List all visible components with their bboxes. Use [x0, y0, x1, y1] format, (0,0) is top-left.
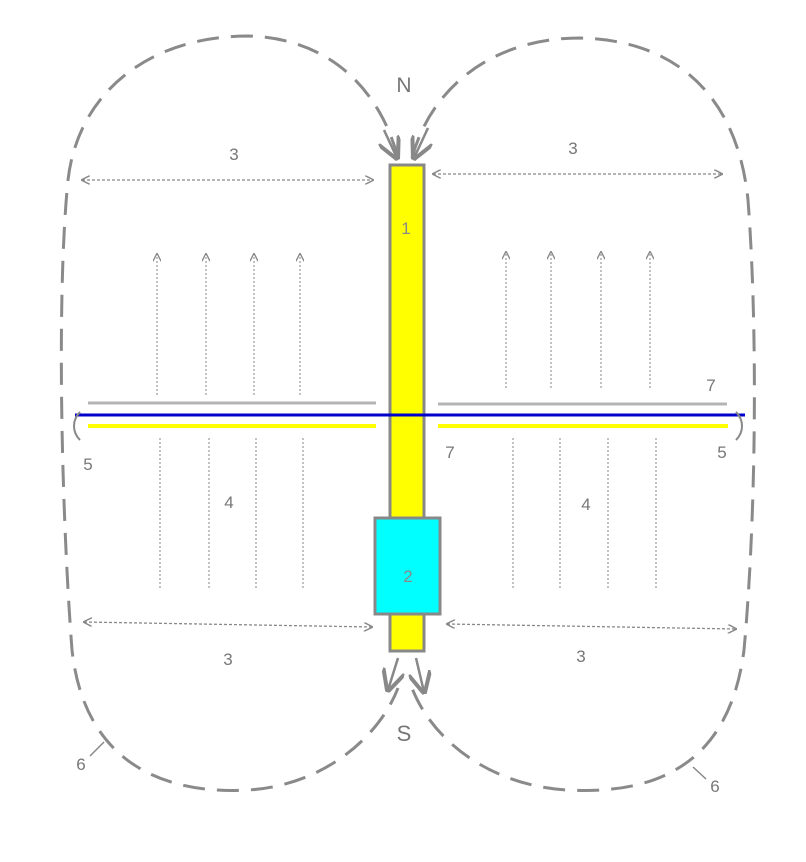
rows-label-right: 4: [581, 495, 590, 514]
building-2: [373, 516, 442, 616]
upper-left-row-arrows: [157, 254, 300, 395]
field-label-top-left: 3: [229, 145, 238, 164]
rows-label-left: 4: [224, 493, 233, 512]
upper-right-row-arrows: [506, 252, 650, 388]
south-exit-arrow-right: [416, 657, 424, 692]
south-exit-arrow-left: [388, 657, 398, 690]
bracket-left-5: [73, 411, 81, 441]
line-7-label-center: 7: [445, 443, 454, 462]
boundary-left-lobe: [59, 34, 400, 792]
field-arrow-bottom-left: [84, 622, 372, 627]
north-label: N: [396, 74, 411, 97]
field-label-bottom-left: 3: [223, 650, 232, 669]
building-2-label: 2: [403, 567, 412, 586]
lower-left-row-lines: [159, 438, 304, 590]
north-entry-arrow-left: [384, 129, 397, 158]
boundary-6-label-left: 6: [76, 755, 85, 774]
line-7-label-right: 7: [706, 376, 715, 395]
field-arrow-bottom-right: [447, 624, 736, 629]
boundary-right-lobe: [410, 36, 756, 792]
south-label: S: [397, 721, 412, 746]
field-label-top-right: 3: [568, 139, 577, 158]
lower-right-row-lines: [512, 438, 657, 590]
bracket-right-5: [735, 411, 743, 441]
leader-6-left: [89, 741, 105, 757]
building-1-label: 1: [401, 219, 410, 238]
line-5-label-left: 5: [83, 455, 92, 474]
line-5-label-right: 5: [717, 443, 726, 462]
boundary-6-label-right: 6: [710, 777, 719, 796]
north-entry-arrow-right: [414, 127, 428, 158]
leader-6-right: [692, 766, 707, 780]
field-label-bottom-right: 3: [576, 647, 585, 666]
